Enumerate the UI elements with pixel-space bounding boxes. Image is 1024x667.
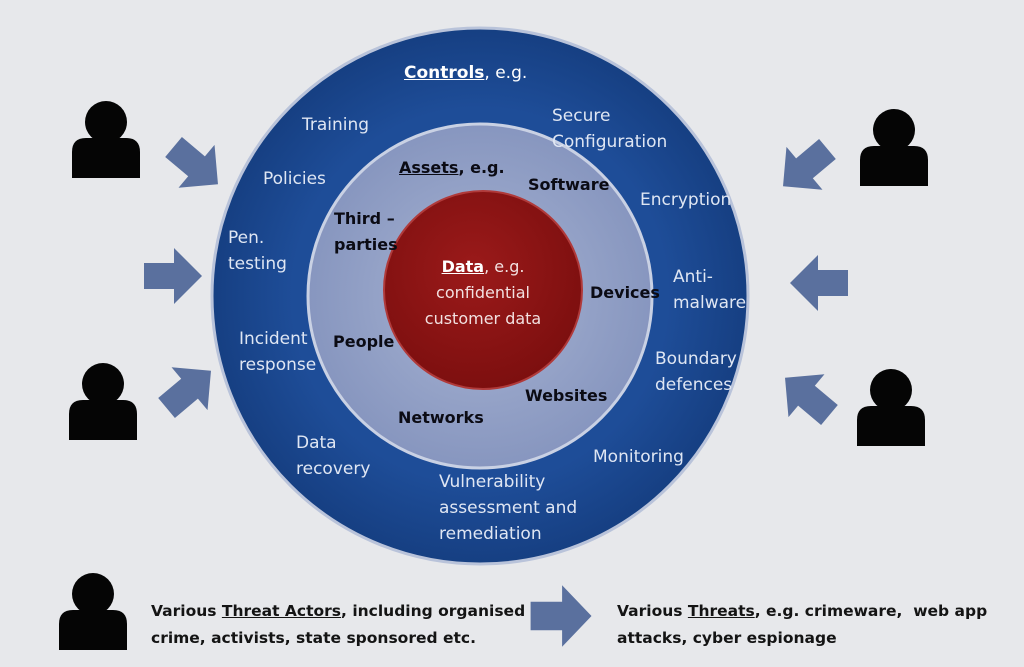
control-pen-testing: Pen. testing xyxy=(228,228,287,274)
control-encryption: Encryption xyxy=(640,190,732,210)
control-data-recovery: Data recovery xyxy=(296,433,371,479)
data-core-label: Data, e.g. confidential customer data xyxy=(413,254,553,332)
control-policies: Policies xyxy=(263,169,326,189)
threat-actors-prefix: Various xyxy=(151,602,222,620)
arrow-icon xyxy=(155,125,236,206)
assets-heading-key: Assets xyxy=(399,158,459,177)
threat-actors-key: Threat Actors xyxy=(221,602,342,620)
data-heading-suffix: , e.g. xyxy=(484,257,525,276)
asset-software: Software xyxy=(528,175,610,194)
threats-prefix: Various xyxy=(617,602,688,620)
assets-heading: Assets, e.g. xyxy=(399,155,505,181)
threats-key: Threats xyxy=(687,602,755,620)
control-training: Training xyxy=(302,115,370,135)
control-incident-response: Incident response xyxy=(239,329,317,375)
arrow-icon xyxy=(144,248,202,304)
asset-websites: Websites xyxy=(525,386,608,405)
control-anti-malware: Anti- malware xyxy=(673,267,747,313)
person-icon xyxy=(860,109,928,186)
arrow-icon xyxy=(765,127,846,208)
arrow-icon xyxy=(767,356,848,437)
arrow-icon xyxy=(148,349,229,430)
asset-third-parties: Third – parties xyxy=(334,209,398,254)
person-icon xyxy=(857,369,925,446)
control-monitoring: Monitoring xyxy=(593,447,684,467)
threats-rest: , e.g. crimeware, web app xyxy=(754,602,988,620)
person-icon xyxy=(72,101,140,178)
threat-actors-line2: crime, activists, state sponsored etc. xyxy=(151,629,476,647)
controls-heading: Controls, e.g. xyxy=(404,60,527,86)
data-heading-key: Data xyxy=(441,257,485,276)
threat-actors-caption: Various Threat Actors, including organis… xyxy=(151,598,525,652)
controls-heading-key: Controls xyxy=(404,63,485,83)
threats-line2: attacks, cyber espionage xyxy=(617,629,837,647)
control-vulnerability: Vulnerability assessment and remediation xyxy=(439,472,578,544)
person-icon xyxy=(59,573,127,650)
arrow-icon xyxy=(790,255,848,311)
asset-people: People xyxy=(333,332,395,351)
data-core xyxy=(383,190,583,390)
threats-caption: Various Threats, e.g. crimeware, web app… xyxy=(617,598,987,652)
control-boundary-defences: Boundary defences xyxy=(655,349,737,395)
assets-heading-suffix: , e.g. xyxy=(458,158,505,177)
asset-devices: Devices xyxy=(590,283,660,302)
control-secure-configuration: Secure Configuration xyxy=(552,106,668,152)
threat-actors-rest: , including organised xyxy=(341,602,526,620)
controls-heading-suffix: , e.g. xyxy=(484,63,528,83)
arrow-icon xyxy=(530,585,592,647)
asset-networks: Networks xyxy=(398,408,484,427)
data-core-body: confidential customer data xyxy=(424,283,542,328)
person-icon xyxy=(69,363,137,440)
